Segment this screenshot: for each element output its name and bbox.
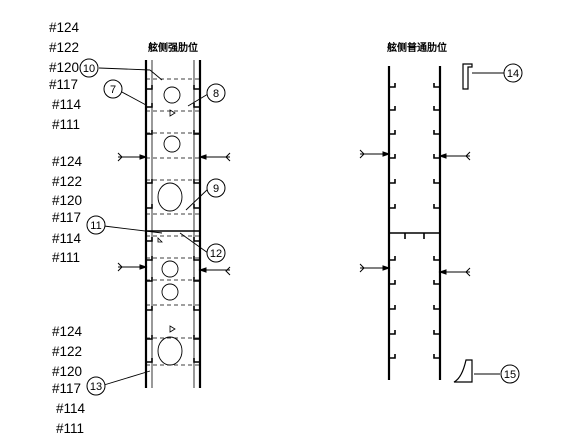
frame-tag: #122 — [52, 174, 82, 189]
callout-7-label: 7 — [110, 84, 116, 96]
callout-9-label: 9 — [213, 183, 219, 195]
callout-14-label: 14 — [507, 68, 519, 80]
callout-numbers: 10 7 8 9 11 12 13 14 15 — [83, 63, 519, 393]
callout-8-label: 8 — [213, 88, 219, 100]
callout-13-label: 13 — [90, 381, 102, 393]
callout-12-label: 12 — [210, 248, 222, 260]
callout-13 — [86, 376, 106, 396]
frame-tag: #122 — [49, 40, 79, 55]
normal-frame-stiffeners — [389, 83, 440, 359]
frame-tags-group-1: #124 #122 #120 #117 #114 #111 — [49, 20, 82, 132]
strong-frame-section — [117, 60, 231, 388]
callout-7 — [103, 79, 123, 99]
frame-tag: #120 — [49, 60, 79, 75]
frame-tag: #124 — [52, 154, 83, 169]
callout-12 — [206, 243, 226, 263]
frame-tag: #122 — [52, 344, 82, 359]
callout-10 — [79, 58, 99, 78]
callout-8 — [206, 83, 226, 103]
callouts — [79, 58, 523, 396]
strong-frame-holes — [157, 86, 183, 366]
callout-9 — [206, 178, 226, 198]
frame-tag: #120 — [52, 193, 82, 208]
detail-14-shape — [462, 63, 473, 90]
callout-15 — [500, 364, 520, 384]
strong-frame-load-arrows — [117, 152, 231, 276]
frame-tag: #114 — [52, 97, 82, 112]
callout-11-label: 11 — [90, 220, 101, 232]
callout-15-label: 15 — [504, 369, 516, 381]
frame-tag: #117 — [49, 77, 78, 92]
detail-15-shape — [453, 359, 473, 383]
frame-tag: #117 — [52, 210, 81, 225]
callout-14 — [503, 63, 523, 83]
frame-tags-group-3: #124 #122 #120 #117 #114 #111 — [52, 324, 86, 436]
frame-tag: #124 — [49, 20, 80, 35]
strong-frame-stiffeners — [146, 85, 200, 363]
frame-tag: #114 — [52, 231, 82, 246]
frame-tags-group-2: #124 #122 #120 #117 #114 #111 — [52, 154, 83, 265]
normal-frame-title: 舷侧普通肋位 — [387, 41, 447, 54]
strong-frame-title: 舷侧强肋位 — [148, 41, 198, 54]
frame-tag: #111 — [56, 421, 84, 436]
frame-tag: #111 — [52, 250, 80, 265]
callout-10-label: 10 — [83, 63, 95, 75]
callout-11 — [86, 215, 106, 235]
normal-frame-section — [359, 63, 505, 383]
normal-frame-load-arrows — [359, 149, 471, 277]
frame-tag: #120 — [52, 364, 82, 379]
frame-tag: #111 — [52, 117, 80, 132]
frame-tag: #124 — [52, 324, 83, 339]
frame-tag: #114 — [56, 401, 86, 416]
strong-frame-dashed-webs — [146, 78, 200, 366]
frame-tag: #117 — [52, 381, 81, 396]
